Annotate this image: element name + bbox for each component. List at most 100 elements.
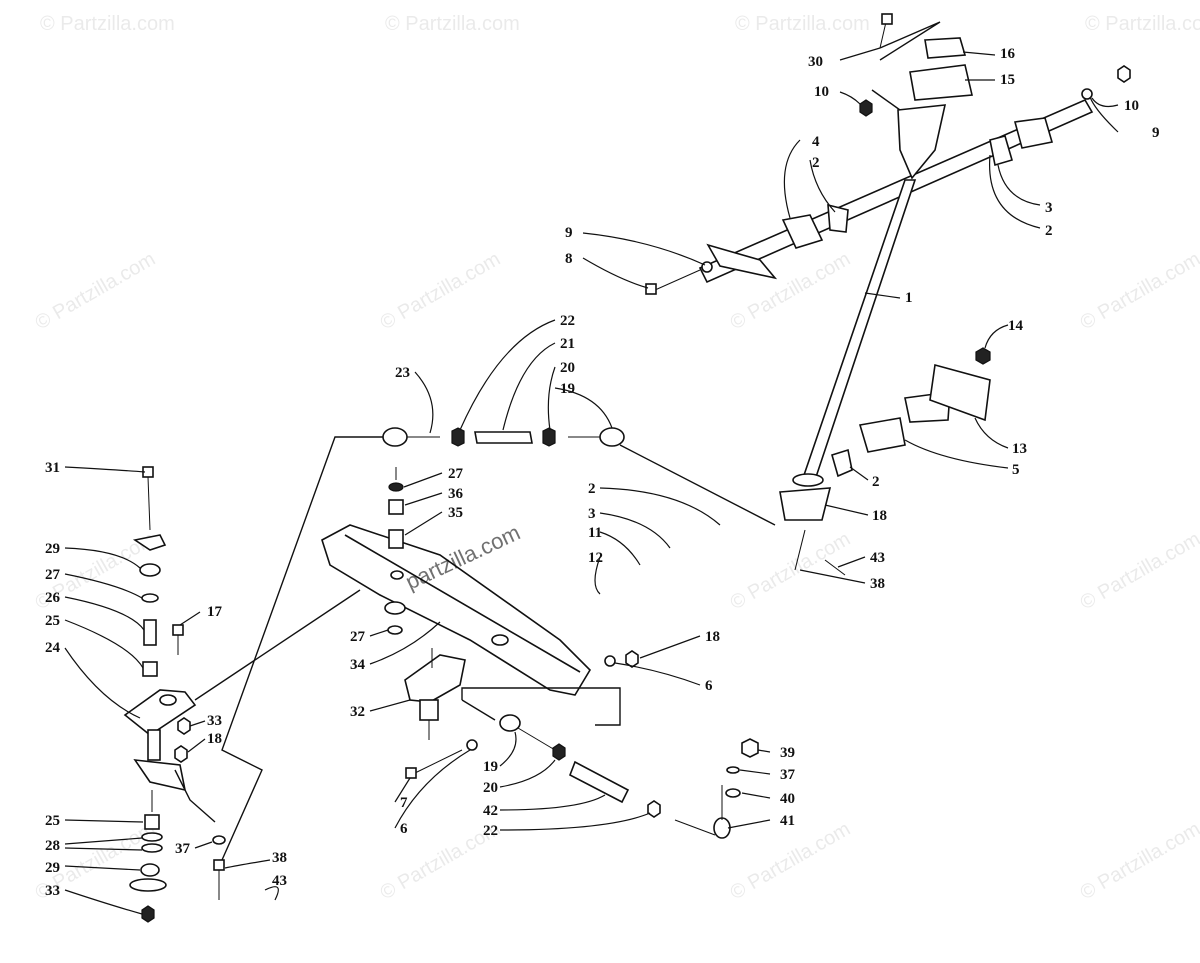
callout-38: 38 bbox=[870, 576, 885, 592]
callout-41: 41 bbox=[780, 813, 795, 829]
pivot-plate bbox=[404, 654, 466, 703]
callout-25: 25 bbox=[45, 813, 60, 829]
callout-2: 2 bbox=[1045, 223, 1053, 239]
bolt-38-head bbox=[213, 859, 225, 871]
rod-end-19 bbox=[599, 427, 625, 447]
arm-edge bbox=[344, 534, 581, 673]
pin-26 bbox=[143, 619, 157, 646]
assembly-line bbox=[194, 589, 361, 701]
callout-43: 43 bbox=[870, 550, 885, 566]
nut-22 bbox=[647, 800, 661, 818]
callout-21: 21 bbox=[560, 336, 575, 352]
nut-20 bbox=[552, 743, 566, 761]
callout-20: 20 bbox=[483, 780, 498, 796]
sleeve-25 bbox=[142, 661, 158, 677]
callout-35: 35 bbox=[448, 505, 463, 521]
washer-37 bbox=[726, 766, 740, 774]
callout-2: 2 bbox=[812, 155, 820, 171]
washer-27 bbox=[141, 593, 159, 603]
bushing-29 bbox=[140, 863, 160, 877]
callout-9: 9 bbox=[565, 225, 573, 241]
callout-labels: 30 10 16 15 10 9 4 2 3 2 9 8 1 14 22 21 … bbox=[45, 46, 1160, 899]
nut-33 bbox=[141, 905, 155, 923]
clamp-block-5 bbox=[858, 417, 906, 453]
arm-hole bbox=[390, 570, 404, 580]
thread bbox=[517, 727, 556, 751]
rod-end-23 bbox=[382, 427, 408, 447]
bolt-8 bbox=[654, 269, 701, 291]
assembly-lines bbox=[174, 21, 941, 861]
bolt-38 bbox=[794, 529, 806, 571]
callout-15: 15 bbox=[1000, 72, 1015, 88]
callout-37: 37 bbox=[780, 767, 796, 783]
callout-3: 3 bbox=[588, 506, 596, 522]
callout-11: 11 bbox=[588, 525, 602, 541]
callout-8: 8 bbox=[565, 251, 573, 267]
callout-29: 29 bbox=[45, 860, 60, 876]
washer-6 bbox=[604, 655, 616, 667]
bolt-head bbox=[645, 283, 657, 295]
clamp-half bbox=[831, 448, 853, 478]
callout-18: 18 bbox=[207, 731, 222, 747]
washer-9 bbox=[1081, 88, 1093, 100]
nut-22 bbox=[451, 427, 465, 447]
lower-tie-rod bbox=[499, 714, 759, 839]
callout-10: 10 bbox=[1124, 98, 1139, 114]
callout-33: 33 bbox=[45, 883, 60, 899]
callout-10: 10 bbox=[814, 84, 829, 100]
bolt-17-head bbox=[172, 624, 184, 636]
rod-end-41 bbox=[713, 817, 731, 839]
washer-28 bbox=[141, 832, 163, 842]
clamp-block-top bbox=[924, 37, 967, 59]
assembly-line bbox=[619, 444, 776, 526]
sleeve-25 bbox=[144, 814, 160, 830]
callout-13: 13 bbox=[1012, 441, 1027, 457]
washer-6 bbox=[466, 739, 478, 751]
left-spindle-assembly bbox=[123, 466, 279, 923]
callout-27: 27 bbox=[350, 629, 366, 645]
arm-hole bbox=[491, 634, 509, 646]
callout-9: 9 bbox=[1152, 125, 1160, 141]
watermark: © Partzilla.com bbox=[735, 13, 870, 35]
adjuster-21 bbox=[474, 431, 533, 444]
clamp-block bbox=[1013, 117, 1054, 149]
callout-12: 12 bbox=[588, 550, 603, 566]
callout-17: 17 bbox=[207, 604, 223, 620]
cotter-43 bbox=[264, 886, 279, 901]
steering-arm-34 bbox=[321, 524, 592, 696]
zigzag bbox=[879, 21, 941, 61]
clamp-half bbox=[989, 135, 1013, 167]
callout-25: 25 bbox=[45, 613, 60, 629]
sleeve-35 bbox=[388, 529, 404, 549]
callout-18: 18 bbox=[705, 629, 720, 645]
callout-6: 6 bbox=[400, 821, 408, 837]
watermark: © Partzilla.com bbox=[1085, 13, 1200, 35]
watermark: © Partzilla.com bbox=[1077, 528, 1200, 614]
leader-lines bbox=[64, 47, 1119, 915]
bolt-30 bbox=[879, 21, 887, 49]
washer-37 bbox=[212, 835, 226, 845]
callout-22: 22 bbox=[483, 823, 498, 839]
nut-14 bbox=[975, 347, 991, 365]
nut-10 bbox=[1117, 65, 1131, 83]
washer-27 bbox=[388, 482, 404, 492]
assembly-line bbox=[461, 687, 621, 726]
callout-23: 23 bbox=[395, 365, 410, 381]
callout-42: 42 bbox=[483, 803, 498, 819]
callout-18: 18 bbox=[872, 508, 887, 524]
washer-40 bbox=[725, 788, 741, 798]
callout-43: 43 bbox=[272, 873, 287, 889]
spindle-post bbox=[147, 729, 161, 761]
callout-27: 27 bbox=[448, 466, 464, 482]
callout-28: 28 bbox=[45, 838, 60, 854]
watermark: © Partzilla.com bbox=[377, 248, 505, 334]
assembly-line bbox=[871, 89, 901, 111]
watermark: © Partzilla.com bbox=[1077, 248, 1200, 334]
plate bbox=[132, 534, 167, 551]
assembly-line bbox=[221, 436, 383, 861]
callout-4: 4 bbox=[812, 134, 820, 150]
callout-29: 29 bbox=[45, 541, 60, 557]
upper-tie-rod bbox=[382, 427, 625, 447]
bolt-7 bbox=[414, 749, 463, 774]
